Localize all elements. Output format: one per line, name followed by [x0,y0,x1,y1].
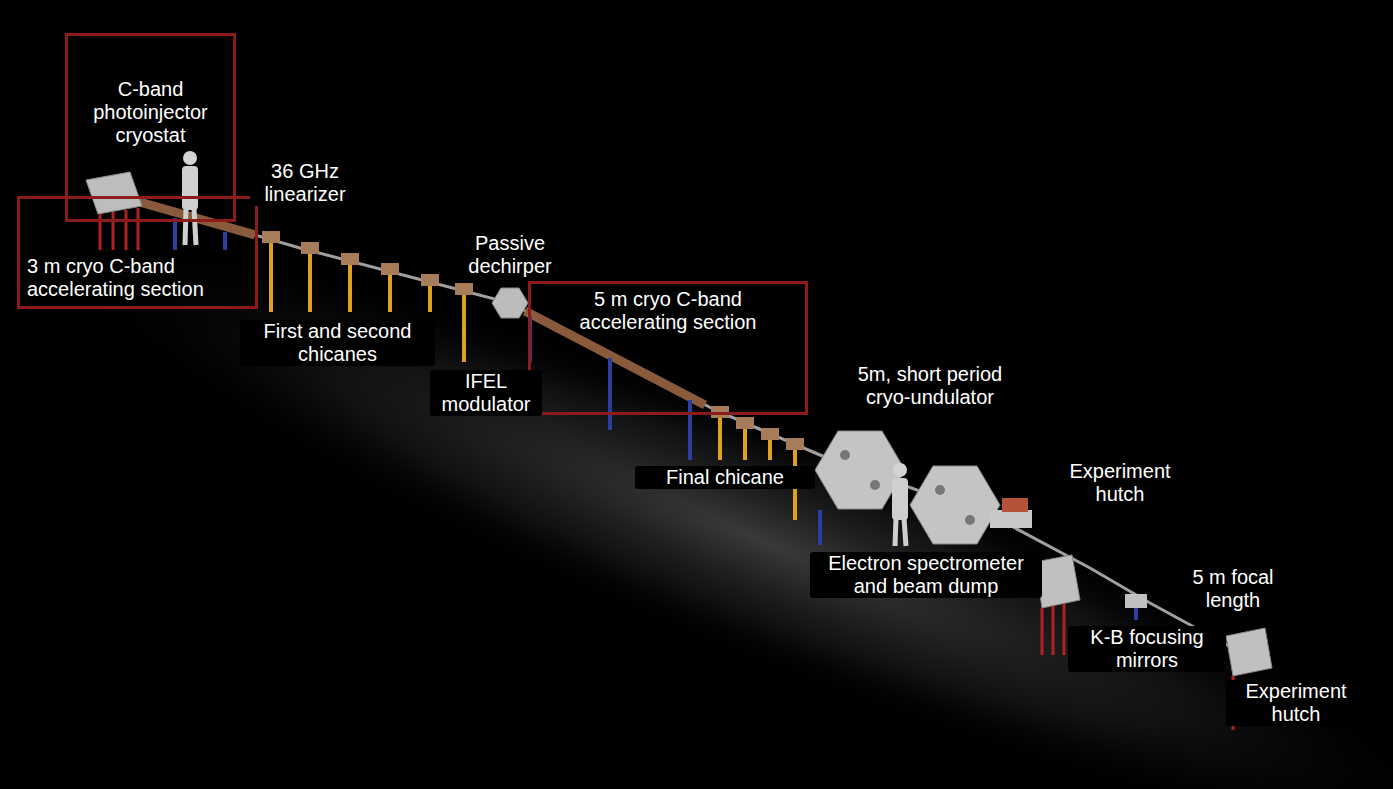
support-leg [173,218,177,250]
human-figure [904,518,906,546]
human-figure [183,151,197,165]
beam-dump [1002,498,1028,512]
component-label: Experiment hutch [1226,680,1366,726]
human-figure [895,518,896,546]
chicane-magnet [711,406,729,418]
support-leg [462,295,466,362]
highlight-box: 5 m cryo C-band accelerating section [528,281,808,415]
support-leg [688,400,692,460]
beam-pipe [105,192,1240,652]
component-label: 5 m focal length [1176,566,1290,612]
plate-hole [870,480,880,490]
support-leg [818,510,822,545]
plate-hole [935,485,945,495]
undulator-plate [910,466,1000,544]
support-leg [269,243,273,312]
component-label: 5 m cryo C-band accelerating section [558,288,778,334]
support-leg [348,265,352,312]
chicane-magnet [381,263,399,275]
support-leg [308,254,312,312]
chicane-magnet [455,283,473,295]
human-figure [893,463,907,477]
plate-hole [965,515,975,525]
component-label: 3 m cryo C-band accelerating section [27,255,242,301]
chicane-magnet [786,438,804,450]
component-label: C-band photoinjector cryostat [76,78,225,147]
support-leg [1063,604,1066,655]
human-figure [182,166,198,210]
support-leg [608,358,612,430]
highlight-box: 3 m cryo C-band accelerating section [17,196,258,309]
support-leg [1134,608,1138,620]
human-figure [185,208,186,245]
chicane-magnet [341,253,359,265]
plate-hole [840,450,850,460]
support-leg [1041,608,1044,655]
human-figure [892,478,908,520]
support-leg [388,275,392,312]
component-label: Electron spectrometer and beam dump [810,552,1042,598]
support-leg [428,286,432,312]
chicane-magnet [262,231,280,243]
component-label: IFEL modulator [430,370,542,416]
support-leg [223,232,227,250]
component-label: 5m, short period cryo-undulator [838,363,1022,409]
support-leg [743,429,747,460]
dechirper-plate [492,288,528,318]
support-leg [112,212,115,250]
component-label: K-B focusing mirrors [1068,626,1226,672]
component-label: 36 GHz linearizer [250,160,360,206]
chicane-magnet [736,417,754,429]
component-label: Experiment hutch [1053,460,1187,506]
support-leg [768,440,772,460]
chicane-magnet [301,242,319,254]
floor-glow [10,144,1393,789]
spectrometer-magnet [990,510,1032,528]
component-label: First and second chicanes [240,320,435,366]
highlight-box: C-band photoinjector cryostat [65,33,236,222]
human-figure [194,208,196,245]
chicane-magnet [421,274,439,286]
component-label: Passive dechirper [450,232,570,278]
undulator-plate [815,431,905,509]
support-leg [125,210,128,250]
kb-mirror [1125,594,1147,608]
chicane-magnet [761,428,779,440]
support-leg [718,418,722,460]
experiment-hutch [1226,628,1272,676]
support-leg [137,208,140,250]
support-leg [1052,606,1055,655]
component-label: Final chicane [635,466,815,489]
cryostat-body [86,172,142,214]
